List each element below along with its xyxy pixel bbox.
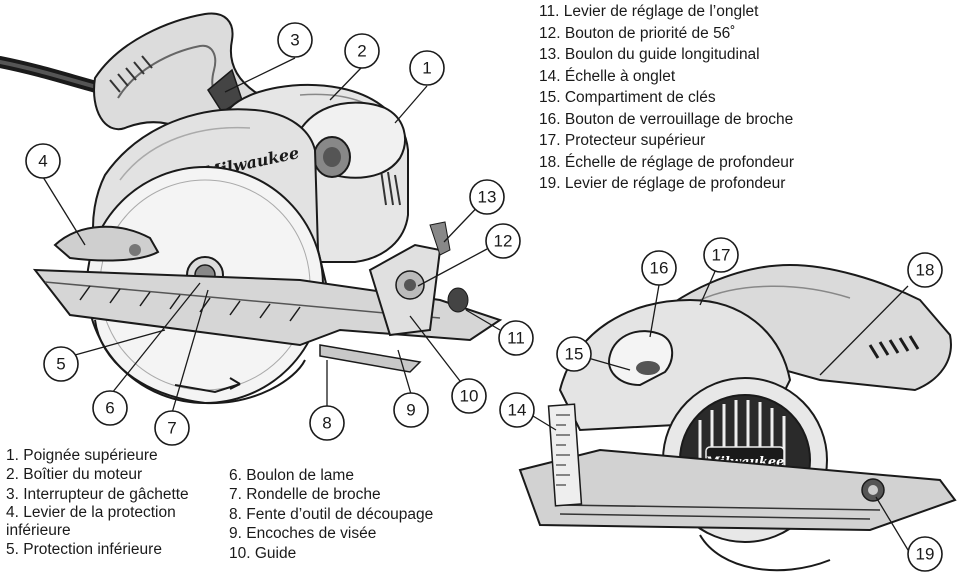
callout-5: 5: [43, 346, 79, 382]
callout-15: 15: [556, 336, 592, 372]
legend-top: 11. Levier de réglage de l’onglet 12. Bo…: [539, 1, 794, 195]
svg-text:6: 6: [105, 399, 114, 418]
svg-text:17: 17: [712, 246, 731, 265]
callout-10: 10: [451, 378, 487, 414]
legend-item-15: 15. Compartiment de clés: [539, 89, 716, 106]
callout-4: 4: [25, 143, 61, 179]
legend-left: 1. Poignée supérieure 2. Boîtier du mote…: [6, 446, 189, 560]
svg-text:13: 13: [478, 188, 497, 207]
legend-item-8: 8. Fente d’outil de découpage: [229, 505, 434, 523]
callout-6: 6: [92, 390, 128, 426]
svg-text:16: 16: [650, 259, 669, 278]
svg-text:5: 5: [56, 355, 65, 374]
svg-text:1: 1: [422, 59, 431, 78]
svg-text:3: 3: [290, 31, 299, 50]
legend-item-11: 11. Levier de réglage de l’onglet: [539, 3, 759, 20]
callout-12: 12: [485, 223, 521, 259]
svg-text:12: 12: [494, 232, 513, 251]
callout-8: 8: [309, 405, 345, 441]
callout-16: 16: [641, 250, 677, 286]
legend-item-1: 1. Poignée supérieure: [6, 447, 158, 464]
svg-text:8: 8: [322, 414, 331, 433]
svg-text:11: 11: [507, 329, 525, 348]
legend-item-17: 17. Protecteur supérieur: [539, 132, 706, 149]
saw-illustration-right: Milwaukee: [518, 263, 957, 572]
svg-text:2: 2: [357, 42, 366, 61]
legend-item-2: 2. Boîtier du moteur: [6, 466, 143, 484]
legend-item-18: 18. Échelle de réglage de profondeur: [539, 153, 795, 171]
callout-11: 11: [498, 320, 534, 356]
legend-mid: 6. Boulon de lame 7. Rondelle de broche …: [229, 466, 433, 563]
callout-2: 2: [344, 33, 380, 69]
svg-text:7: 7: [167, 419, 176, 438]
legend-item-6: 6. Boulon de lame: [229, 467, 354, 484]
legend-item-9: 9. Encoches de visée: [229, 525, 377, 543]
svg-text:18: 18: [916, 261, 935, 280]
legend-item-4: 4. Levier de la protection inférieure: [6, 504, 176, 540]
callout-1: 1: [409, 50, 445, 86]
callout-18: 18: [907, 252, 943, 288]
svg-text:4: 4: [38, 152, 47, 171]
svg-text:14: 14: [508, 401, 527, 420]
callout-3: 3: [277, 22, 313, 58]
callout-14: 14: [499, 392, 535, 428]
callout-19: 19: [907, 536, 943, 572]
svg-text:15: 15: [565, 345, 584, 364]
callout-13: 13: [469, 179, 505, 215]
legend-item-5: 5. Protection inférieure: [6, 541, 162, 559]
legend-item-12: 12. Bouton de priorité de 56˚: [539, 24, 736, 42]
svg-text:19: 19: [916, 545, 935, 564]
legend-item-7: 7. Rondelle de broche: [229, 486, 381, 504]
legend-item-19: 19. Levier de réglage de profondeur: [539, 175, 786, 192]
svg-text:9: 9: [406, 401, 415, 420]
svg-text:10: 10: [460, 387, 479, 406]
legend-item-14: 14. Échelle à onglet: [539, 67, 676, 85]
legend-item-10: 10. Guide: [229, 544, 297, 562]
legend-item-3: 3. Interrupteur de gâchette: [6, 485, 189, 503]
callout-9: 9: [393, 392, 429, 428]
saw-illustration-left: Milwaukee: [0, 12, 503, 405]
legend-item-13: 13. Boulon du guide longitudinal: [539, 46, 760, 63]
callout-17: 17: [703, 237, 739, 273]
callout-7: 7: [154, 410, 190, 446]
legend-item-16: 16. Bouton de verrouillage de broche: [539, 110, 794, 128]
